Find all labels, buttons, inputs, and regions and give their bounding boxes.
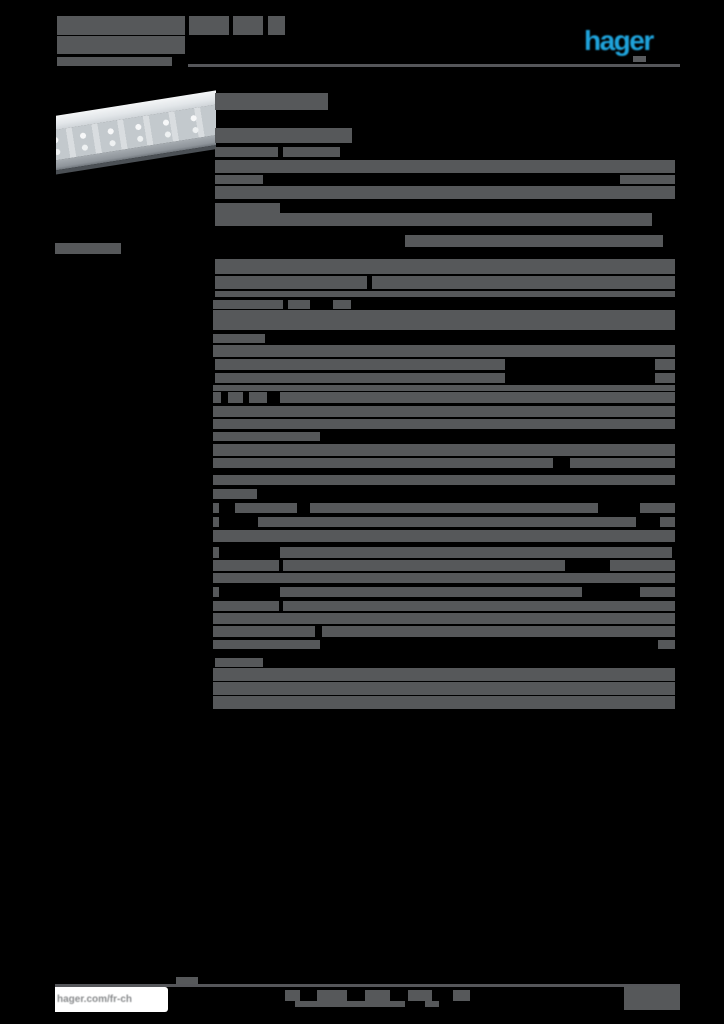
body-text-bar — [213, 300, 283, 309]
body-text-bar — [215, 93, 328, 110]
footer-text-bar — [295, 1001, 405, 1007]
body-text-bar — [215, 203, 280, 213]
body-text-bar — [213, 517, 219, 527]
footer-text-bar — [285, 990, 300, 1001]
body-text-bar — [215, 186, 675, 199]
body-text-bar — [610, 560, 675, 571]
body-text-bar — [213, 601, 279, 611]
header-title-bar — [189, 16, 229, 35]
body-text-bar — [283, 147, 340, 157]
header-title-bar — [233, 16, 263, 35]
body-text-bar — [213, 573, 675, 583]
body-text-bar — [213, 432, 320, 441]
body-text-bar — [283, 601, 675, 611]
body-text-bar — [213, 530, 675, 542]
body-text-bar — [213, 345, 675, 357]
body-text-bar — [658, 640, 675, 649]
header-title-bar — [57, 57, 172, 66]
body-text-bar — [213, 419, 675, 429]
footer-text-bar — [317, 990, 347, 1001]
body-text-bar — [213, 406, 675, 417]
body-text-bar — [215, 259, 675, 274]
body-text-bar — [215, 276, 367, 289]
section-label-bar — [55, 243, 121, 254]
body-text-bar — [660, 517, 675, 527]
body-text-bar — [213, 613, 675, 624]
body-text-bar — [215, 373, 505, 383]
body-text-bar — [228, 392, 243, 403]
body-text-bar — [215, 147, 278, 157]
footer-text-bar — [453, 990, 470, 1001]
body-text-bar — [322, 626, 675, 637]
body-text-bar — [213, 587, 219, 597]
footer-rule — [55, 984, 680, 987]
body-text-bar — [213, 489, 257, 499]
body-text-bar — [213, 547, 219, 558]
body-text-bar — [213, 640, 320, 649]
body-text-bar — [215, 291, 675, 297]
body-text-bar — [213, 334, 265, 343]
body-text-bar — [333, 300, 351, 309]
header-title-bar — [268, 16, 285, 35]
body-text-bar — [288, 300, 310, 309]
footer-text-bar — [176, 977, 198, 984]
footer-text-bar — [425, 1001, 439, 1007]
body-text-bar — [215, 175, 263, 184]
body-text-bar — [280, 587, 582, 597]
footer-url-text: hager.com/fr-ch — [57, 994, 133, 1005]
body-text-bar — [372, 276, 675, 289]
body-text-bar — [258, 517, 636, 527]
logo-registered-mark — [633, 56, 646, 62]
body-text-bar — [213, 696, 675, 709]
body-text-bar — [570, 458, 675, 468]
header-rule — [188, 64, 680, 67]
body-text-bar — [215, 658, 263, 667]
body-text-bar — [280, 392, 675, 403]
body-text-bar — [213, 682, 675, 695]
body-text-bar — [655, 373, 675, 383]
body-text-bar — [213, 310, 675, 330]
body-text-bar — [215, 359, 505, 370]
footer-url-pill: hager.com/fr-ch — [55, 987, 168, 1012]
body-text-bar — [283, 560, 565, 571]
body-text-bar — [213, 626, 315, 637]
hager-logo: hager — [584, 25, 654, 56]
footer-text-bar — [365, 990, 390, 1001]
body-text-bar — [213, 385, 675, 391]
body-text-bar — [215, 128, 352, 143]
body-text-bar — [213, 503, 219, 513]
body-text-bar — [640, 587, 675, 597]
body-text-bar — [235, 503, 297, 513]
body-text-bar — [640, 503, 675, 513]
header-title-bar — [57, 16, 185, 35]
body-text-bar — [213, 444, 675, 456]
body-text-bar — [213, 668, 675, 681]
body-text-bar — [249, 392, 267, 403]
body-text-bar — [310, 503, 598, 513]
body-text-bar — [215, 213, 652, 226]
body-text-bar — [213, 560, 279, 571]
body-text-bar — [213, 392, 221, 403]
header-title-bar — [57, 36, 185, 54]
body-text-bar — [213, 475, 675, 485]
body-text-bar — [620, 175, 675, 184]
body-text-bar — [215, 160, 675, 173]
footer-text-bar — [408, 990, 432, 1001]
body-text-bar — [655, 359, 675, 370]
body-text-bar — [280, 547, 672, 558]
footer-page-info-block — [624, 986, 680, 1010]
body-text-bar — [405, 235, 663, 247]
body-text-bar — [213, 458, 553, 468]
